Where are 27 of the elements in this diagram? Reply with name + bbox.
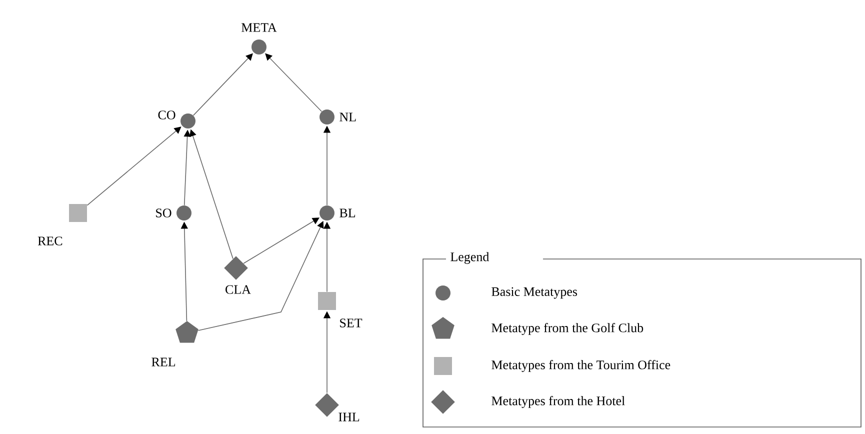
circle-node	[180, 114, 196, 128]
node-label: SO	[156, 208, 172, 218]
arrow	[86, 126, 182, 206]
node-label: SET	[340, 318, 362, 328]
legend-text: Metatype from the Golf Club	[492, 323, 644, 335]
legend-text: Basic Metatypes	[492, 287, 578, 299]
square-node	[318, 292, 336, 310]
circle-node	[252, 40, 266, 54]
node-label: CLA	[226, 285, 251, 294]
square-node	[69, 204, 87, 222]
node-label: REL	[152, 358, 176, 366]
node-label: CO	[158, 110, 176, 120]
node-label: NL	[340, 112, 356, 122]
legend-text: Metatypes from the Tourim Office	[492, 360, 670, 372]
circle-node	[320, 206, 334, 220]
legend-title: Legend	[448, 250, 492, 266]
diamond-node	[315, 393, 339, 417]
circle-node	[320, 110, 334, 124]
node-label: BL	[340, 208, 356, 218]
node-label: REC	[38, 236, 62, 246]
diamond-node	[224, 256, 248, 280]
pentagon-node	[176, 321, 198, 343]
node-label: IHL	[338, 412, 360, 422]
arrow	[265, 53, 322, 112]
legend-text: Metatypes from the Hotel	[492, 396, 625, 408]
circle-node	[176, 206, 192, 220]
node-label: META	[241, 23, 277, 32]
